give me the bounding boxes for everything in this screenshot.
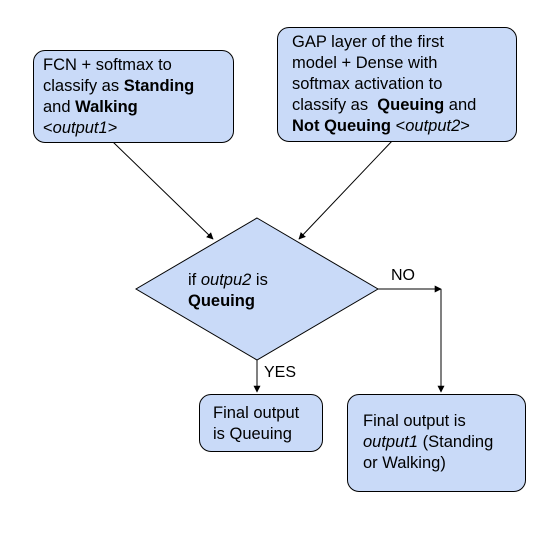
box2-line1: GAP layer of the first: [292, 33, 444, 51]
box4-line3: or Walking): [363, 454, 446, 472]
box3-line2: is Queuing: [213, 425, 292, 443]
decision-queuing-label: Queuing: [188, 292, 255, 310]
box3-line1: Final output: [213, 404, 300, 422]
box2-line4: classify as Queuing and: [292, 96, 477, 114]
gap-dense-box: GAP layer of the first model + Dense wit…: [277, 27, 517, 142]
box1-line4: <output1>: [43, 119, 118, 137]
not-queuing-label: Not Queuing: [292, 117, 391, 135]
walking-label: Walking: [75, 98, 138, 116]
box2-line5: Not Queuing <output2>: [292, 117, 470, 135]
standing-label: Standing: [123, 77, 195, 95]
queuing-label: Queuing: [377, 96, 445, 114]
arrow-box1-to-decision: [112, 141, 214, 240]
yes-edge-label: YES: [264, 364, 297, 381]
box1-line3: and Walking: [43, 98, 138, 116]
decision-line2: Queuing: [188, 291, 308, 312]
arrow-box2-to-decision: [298, 139, 394, 240]
output1-label: output1: [52, 119, 108, 137]
box1-line2: classify as Standing: [43, 77, 195, 95]
box2-line2: model + Dense with: [292, 54, 438, 72]
final-output1-box: Final output is output1 (Standing or Wal…: [347, 394, 526, 492]
no-edge-label: NO: [391, 267, 415, 284]
box2-line3: softmax activation to: [292, 75, 443, 93]
decision-text: if outpu2 is Queuing: [188, 270, 308, 312]
fcn-softmax-box: FCN + softmax to classify as Standing an…: [33, 50, 234, 143]
decision-line1: if outpu2 is: [188, 271, 268, 289]
box4-line1: Final output is: [363, 412, 466, 430]
output2-label: output2: [405, 117, 461, 135]
box4-output1-label: output1: [363, 433, 419, 451]
final-queuing-box: Final output is Queuing: [199, 394, 323, 452]
box1-line1: FCN + softmax to: [43, 56, 172, 74]
box4-line2: output1 (Standing: [363, 433, 494, 451]
outpu2-label: outpu2: [200, 271, 252, 289]
